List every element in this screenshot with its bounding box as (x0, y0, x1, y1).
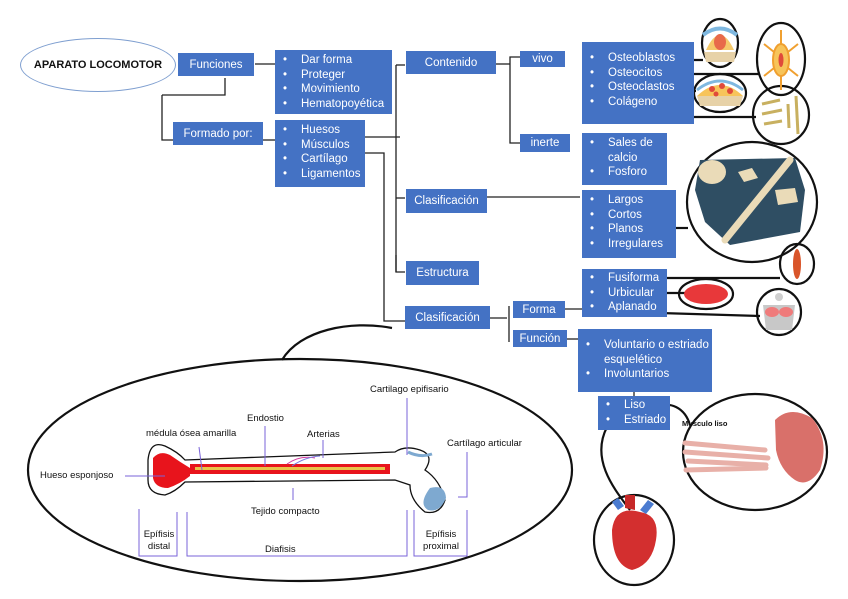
fusiform-muscle-illustration (793, 249, 801, 279)
formado-list: Huesos Músculos Cartílago Ligamentos (275, 120, 365, 187)
list-item: Urbicular (590, 286, 663, 301)
contenido-node: Contenido (406, 51, 496, 74)
list-item: Cartílago (283, 152, 361, 167)
list-item: Osteoblastos (590, 51, 690, 66)
list-item: Osteoclastos (590, 80, 690, 95)
label-cartilago-epifisario: Cartilago epifisario (370, 384, 449, 395)
label-diafisis: Diafisis (265, 544, 296, 555)
estructura-node: Estructura (406, 261, 479, 285)
clasificacion-huesos-label: Clasificación (414, 195, 479, 207)
flat-muscle-illustration (763, 293, 795, 330)
funcion-node: Función (513, 330, 567, 347)
list-item: Cortos (590, 208, 672, 223)
list-item: Hematopoyética (283, 97, 388, 112)
vivo-node: vivo (520, 51, 565, 67)
funciones-label: Funciones (189, 58, 243, 71)
forma-list: Fusiforma Urbicular Aplanado (582, 269, 667, 317)
list-item: Planos (590, 222, 672, 237)
root-node: APARATO LOCOMOTOR (20, 38, 176, 92)
label-cartilago-articular: Cartílago articular (447, 438, 522, 449)
root-label: APARATO LOCOMOTOR (33, 59, 163, 71)
label-arterias: Arterias (307, 429, 340, 440)
epiphyseal-cartilage (407, 450, 433, 458)
osteoclast-illustration (696, 79, 744, 106)
estructura-link (281, 324, 393, 361)
osteoblast-illustration (701, 26, 739, 62)
connector-root-funciones (162, 78, 226, 96)
clasificacion-musculos-node: Clasificación (405, 306, 490, 329)
heart-illustration (612, 495, 657, 570)
vivo-list: Osteoblastos Osteocitos Osteoclastos Col… (582, 42, 694, 124)
list-item: Voluntario o estriado esquelético (586, 338, 714, 367)
inerte-node: inerte (520, 134, 570, 152)
list-item: Proteger (283, 68, 388, 83)
list-item: Sales de calcio (590, 136, 658, 165)
connector-root-formado (161, 95, 175, 141)
list-item: Colágeno (590, 95, 690, 110)
list-item: Fusiforma (590, 271, 663, 286)
label-tejido-compacto: Tejido compacto (251, 506, 320, 517)
funciones-node: Funciones (178, 53, 254, 76)
musculo-liso-label: Musculo liso (682, 419, 728, 428)
list-item: Fosforo (590, 165, 663, 180)
orbicular-muscle-illustration (684, 284, 728, 304)
collagen-illustration (761, 95, 800, 135)
formado-label: Formado por: (183, 127, 253, 140)
funciones-list: Dar forma Proteger Movimiento Hematopoyé… (275, 50, 392, 114)
clasificacion-musculos-label: Clasificación (415, 311, 480, 324)
label-endostio: Endostio (247, 413, 284, 424)
bone-types-illustration (695, 156, 805, 245)
contenido-label: Contenido (424, 56, 478, 69)
osteocyte-illustration (763, 30, 799, 90)
list-item: Músculos (283, 138, 361, 153)
funcion-label: Función (519, 332, 561, 345)
involuntarios-list: Liso Estriado (598, 396, 670, 430)
clasificacion-huesos-node: Clasificación (406, 189, 487, 213)
list-item: Estriado (606, 413, 666, 428)
list-item: Irregulares (590, 237, 672, 252)
label-hueso-esponjoso: Hueso esponjoso (40, 470, 114, 481)
clasificacion-huesos-list: Largos Cortos Planos Irregulares (582, 190, 676, 258)
vivo-label: vivo (532, 53, 553, 65)
funcion-list: Voluntario o estriado esquelético Involu… (578, 329, 712, 392)
label-epifisis-proximal: Epífisis proximal (423, 529, 459, 552)
label-medula: médula ósea amarilla (146, 428, 237, 439)
list-item: Huesos (283, 123, 361, 138)
bone-label-leaders (125, 398, 468, 557)
estructura-label: Estructura (416, 267, 469, 279)
long-bone-illustration (147, 443, 446, 514)
label-epifisis-distal: Epífisis distal (143, 529, 175, 552)
inerte-list: Sales de calcio Fosforo (582, 133, 667, 185)
articular-cartilage (423, 487, 446, 511)
formado-node: Formado por: (173, 122, 263, 145)
forma-node: Forma (513, 301, 565, 318)
list-item: Largos (590, 193, 672, 208)
list-item: Movimiento (283, 82, 388, 97)
list-item: Aplanado (590, 300, 663, 315)
list-item: Involuntarios (586, 367, 708, 382)
list-item: Liso (606, 398, 666, 413)
list-item: Ligamentos (283, 167, 361, 182)
forma-label: Forma (522, 303, 556, 316)
list-item: Osteocitos (590, 66, 690, 81)
smooth-muscle-illustration (682, 411, 824, 483)
inerte-label: inerte (530, 137, 560, 149)
list-item: Dar forma (283, 53, 388, 68)
